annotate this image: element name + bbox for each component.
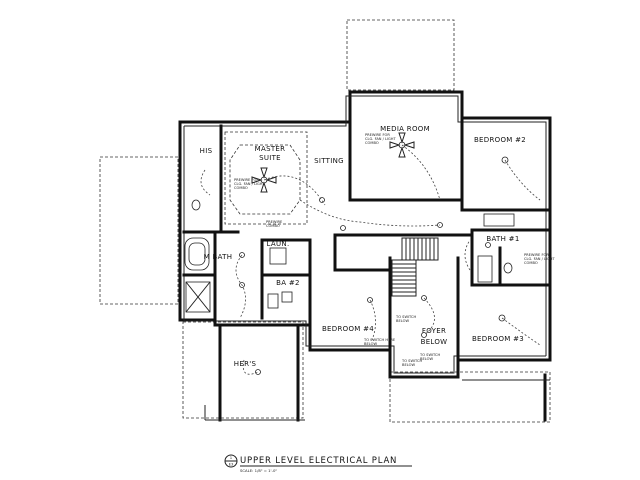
room-label-bedroom-3: BEDROOM #3	[472, 335, 524, 343]
note-text: BELOW	[364, 342, 377, 346]
note-text: BELOW	[396, 319, 409, 323]
light-symbol	[340, 225, 346, 231]
room-label-his: HIS	[200, 147, 213, 155]
room-label-foyer-line1: FOYER	[422, 327, 446, 335]
bottom-left-roof-outline	[182, 321, 304, 419]
stairs	[391, 237, 439, 297]
note-text: COMBO	[524, 261, 538, 265]
room-label-bath-1: BATH #1	[486, 235, 519, 243]
room-label-master-line2: SUITE	[259, 154, 281, 162]
note-text: COMBO	[365, 141, 379, 145]
room-label-ba-2: BA #2	[276, 279, 300, 287]
note-text: TO SWITCH	[401, 359, 423, 363]
note-text: COMBO	[266, 224, 280, 228]
room-label-bedroom-2: BEDROOM #2	[474, 136, 526, 144]
toilet-master	[191, 199, 201, 211]
toilet-bath1	[503, 262, 513, 274]
drawing-title: UPPER LEVEL ELECTRICAL PLAN	[240, 456, 397, 466]
drawing-title-block: 1 E3 UPPER LEVEL ELECTRICAL PLAN SCALE: …	[224, 454, 412, 473]
bottom-right-roof-outline	[389, 371, 551, 423]
note-text: PREWIRE FOR	[524, 253, 549, 257]
room-label-media-room: MEDIA ROOM	[380, 125, 430, 133]
light-symbol	[421, 332, 427, 338]
room-label-bedroom-4: BEDROOM #4	[322, 325, 374, 333]
drawing-scale: SCALE: 1/8" = 1'-0"	[240, 468, 277, 473]
note-text: CLG. FAN / LIGHT	[234, 182, 266, 186]
note-text: TO SWITCH	[419, 353, 441, 357]
room-label-foyer-line2: BELOW	[421, 338, 448, 346]
note-text: TO SWITCH	[395, 315, 417, 319]
room-label-hers: HER'S	[234, 360, 257, 368]
prewire-notes: PREWIRE FOR CLG. FAN / LIGHT COMBO PREWI…	[234, 133, 556, 367]
note-text: BELOW	[420, 357, 433, 361]
light-symbol	[485, 242, 491, 248]
marker-bottom: E3	[229, 462, 234, 467]
room-label-sitting: SITTING	[314, 157, 344, 165]
note-text: TO SWITCH HERE	[363, 338, 396, 342]
note-text: COMBO	[234, 186, 248, 190]
sink-ba2	[281, 291, 293, 303]
note-text: CLG. FAN / LIGHT	[524, 257, 556, 261]
electrical-wiring	[200, 144, 541, 375]
toilet-ba2	[267, 293, 279, 309]
master-tray-ceiling-outline	[224, 131, 308, 225]
note-text: CLG. FAN / LIGHT	[365, 137, 397, 141]
vanity-bath1	[483, 213, 515, 227]
room-label-laun: LAUN.	[267, 240, 290, 248]
balcony-outline	[346, 19, 455, 91]
marker-top: 1	[230, 455, 233, 460]
note-text: PREWIRE FOR	[234, 178, 259, 182]
interior-walls	[182, 116, 552, 422]
note-text: BELOW	[402, 363, 415, 367]
plumbing-fixtures	[184, 199, 515, 313]
room-label-master-line1: MASTER	[255, 145, 286, 153]
note-text: PREWIRE	[266, 220, 283, 224]
below-level-dashed-outlines	[99, 19, 551, 423]
room-label-m-bath: M BATH	[204, 253, 233, 261]
tub-bath1	[477, 255, 493, 283]
washer	[269, 247, 287, 265]
light-symbol	[255, 369, 261, 375]
note-text: PREWIRE FOR	[365, 133, 390, 137]
left-roof-outline	[99, 156, 179, 305]
master-octagon-ceiling	[229, 144, 301, 215]
